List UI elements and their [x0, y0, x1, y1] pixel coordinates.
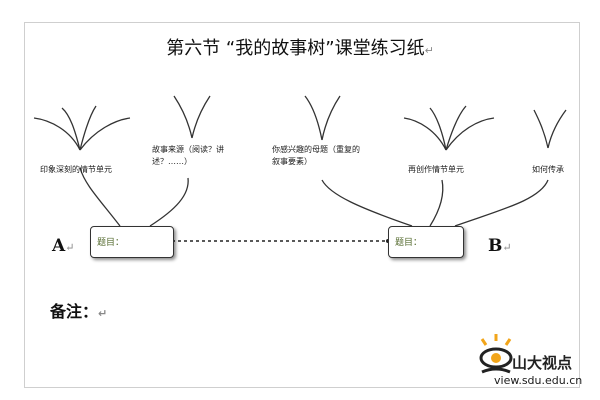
- branch-line-right-1: [321, 179, 413, 227]
- fan-right-2b: [429, 107, 447, 151]
- fan-left-1a: [33, 117, 81, 151]
- side-label-b: B↵: [488, 236, 512, 256]
- fan-left-2b: [191, 95, 211, 139]
- label-interested-motif: 你感兴趣的母题（重复的叙事要素）: [272, 145, 360, 166]
- worksheet-title: 第六节 “我的故事树”课堂练习纸↵: [166, 38, 434, 59]
- fan-right-1b: [321, 95, 341, 141]
- sdu-view-logo: 山大视点 view.sdu.edu.cn: [474, 330, 596, 392]
- label-recreate-plots: 再创作情节单元: [408, 165, 464, 174]
- label-story-source: 故事来源（阅读？讲述？……）: [152, 145, 224, 166]
- fan-right-2c: [445, 105, 467, 151]
- fan-right-3a: [533, 109, 549, 149]
- fan-right-2a: [403, 117, 447, 151]
- title-box-right[interactable]: 题目：: [388, 226, 464, 258]
- title-box-right-label: 题目：: [395, 238, 423, 248]
- title-box-left[interactable]: 题目：: [90, 226, 174, 258]
- fan-right-3b: [547, 109, 567, 149]
- fan-left-1c: [79, 105, 97, 151]
- eye-icon: [479, 334, 513, 374]
- title-box-left-label: 题目：: [97, 238, 125, 248]
- label-memorable-plots: 印象深刻的情节单元: [40, 165, 112, 174]
- fan-left-2a: [173, 95, 193, 139]
- fan-left-1b: [61, 107, 81, 151]
- branch-line-right-3: [454, 179, 549, 227]
- worksheet-frame: [24, 22, 580, 388]
- logo-url: view.sdu.edu.cn: [494, 374, 583, 387]
- side-label-a: A↵: [52, 236, 75, 256]
- fan-right-1a: [304, 95, 323, 141]
- branch-line-left-2: [149, 177, 189, 227]
- branch-line-right-2: [429, 179, 444, 227]
- fan-right-2d: [445, 117, 495, 151]
- note-label: 备注：↵: [50, 302, 108, 321]
- fan-left-1d: [79, 117, 131, 151]
- label-how-to-inherit: 如何传承: [532, 165, 564, 174]
- branch-line-left-1: [79, 167, 121, 227]
- logo-name: 山大视点: [512, 354, 573, 372]
